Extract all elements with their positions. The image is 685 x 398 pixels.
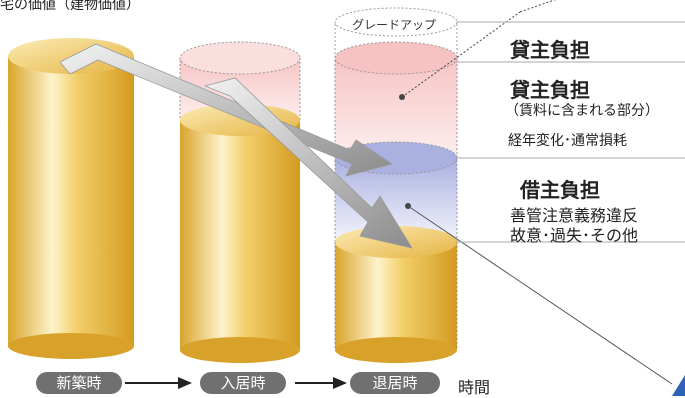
landlord-main-label: 貸主負担 [510,78,590,102]
cylinder-move-in [179,41,301,363]
title: 宅の価値（建物価値） [0,0,140,13]
timeline-arrows [125,377,347,389]
leader-lines [399,0,685,396]
landlord-note: （賃料に含まれる部分） [505,103,659,119]
cylinder-new [8,38,134,359]
tenant-line-1: 善管注意義務違反 [510,206,639,225]
landlord-top-label: 貸主負担 [510,38,590,62]
tenant-line-2: 故意･過失･その他 [510,226,639,245]
stage-new: 新築時 [36,372,122,394]
value-flow-arrows [59,43,413,249]
section-separators [457,21,685,243]
cylinder-move-out [334,7,458,363]
time-axis-label: 時間 [458,378,491,397]
tenant-label: 借主負担 [520,178,600,202]
stage-move-in: 入居時 [200,372,286,394]
stage-move-out: 退居時 [350,372,440,394]
landlord-detail: 経年変化･通常損耗 [508,133,627,149]
upgrade-label: グレードアップ [352,18,437,32]
